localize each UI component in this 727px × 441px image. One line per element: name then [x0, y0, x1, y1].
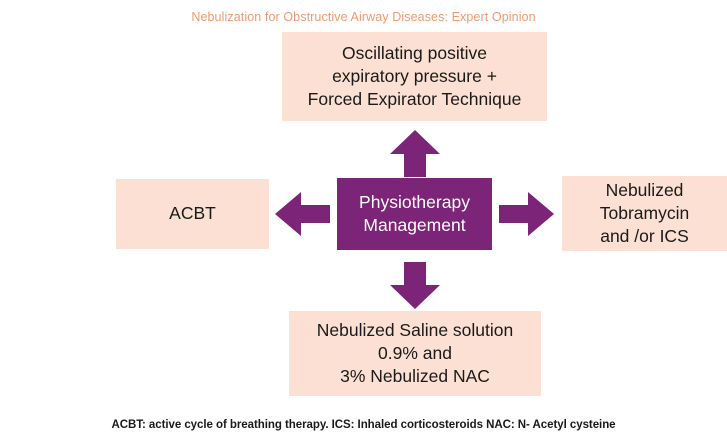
node-box-bottom-line1: Nebulized Saline solution [316, 319, 514, 340]
node-box-center-text: Physiotherapy Management [359, 191, 470, 238]
arrow-right-icon [499, 192, 554, 236]
arrow-up-icon [390, 130, 440, 177]
node-box-bottom-line2: 0.9% and [378, 342, 452, 363]
node-box-left: ACBT [116, 179, 269, 249]
figure-title: Nebulization for Obstructive Airway Dise… [191, 10, 536, 24]
figure-footnote: ACBT: active cycle of breathing therapy.… [111, 419, 616, 431]
node-box-top-text: Oscillating positive expiratory pressure… [308, 42, 522, 112]
node-box-right-line3: and /or ICS [600, 226, 689, 247]
node-box-bottom-text: Nebulized Saline solution 0.9% and 3% Ne… [317, 319, 514, 389]
node-box-left-text: ACBT [169, 202, 216, 225]
node-box-right-text: Nebulized Tobramycin and /or ICS [600, 179, 689, 249]
node-box-center: Physiotherapy Management [337, 178, 492, 250]
node-box-top-line1: Oscillating positive [342, 42, 487, 63]
node-box-top-line3: Forced Expirator Technique [307, 89, 522, 110]
node-box-top: Oscillating positive expiratory pressure… [282, 32, 547, 121]
arrow-down-icon [390, 262, 440, 309]
node-box-bottom-line3: 3% Nebulized NAC [340, 366, 490, 387]
node-box-center-line1: Physiotherapy [359, 191, 470, 212]
arrow-left-icon [275, 192, 330, 236]
node-box-center-line2: Management [363, 215, 466, 235]
node-box-right-line2: Tobramycin [599, 202, 690, 223]
node-box-right-line1: Nebulized [605, 179, 684, 200]
node-box-left-line1: ACBT [169, 203, 216, 224]
node-box-top-line2: expiratory pressure + [332, 65, 497, 86]
node-box-right: Nebulized Tobramycin and /or ICS [562, 176, 727, 251]
node-box-bottom: Nebulized Saline solution 0.9% and 3% Ne… [289, 311, 541, 396]
